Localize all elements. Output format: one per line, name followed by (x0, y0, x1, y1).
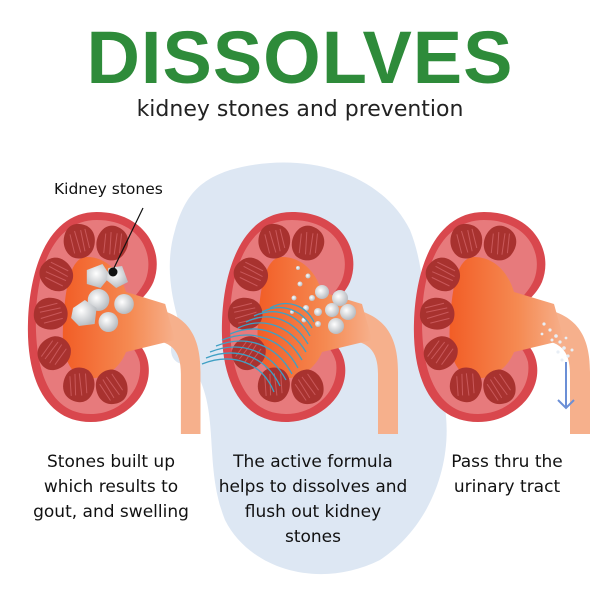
page-title: DISSOLVES (86, 16, 514, 99)
kidney-stones-label: Kidney stones (54, 180, 163, 198)
kidney-active-formula (201, 212, 398, 434)
kidney-stones-built-up (28, 212, 201, 434)
caption-stones-built-up: Stones built up which results to gout, a… (33, 452, 189, 522)
kidney-pass-thru (414, 212, 590, 434)
down-arrow-icon (557, 362, 575, 410)
caption-active-formula: The active formula helps to dissolves an… (218, 452, 408, 547)
page-subtitle: kidney stones and prevention (136, 97, 464, 122)
caption-pass-thru: Pass thru the urinary tract (451, 452, 563, 497)
